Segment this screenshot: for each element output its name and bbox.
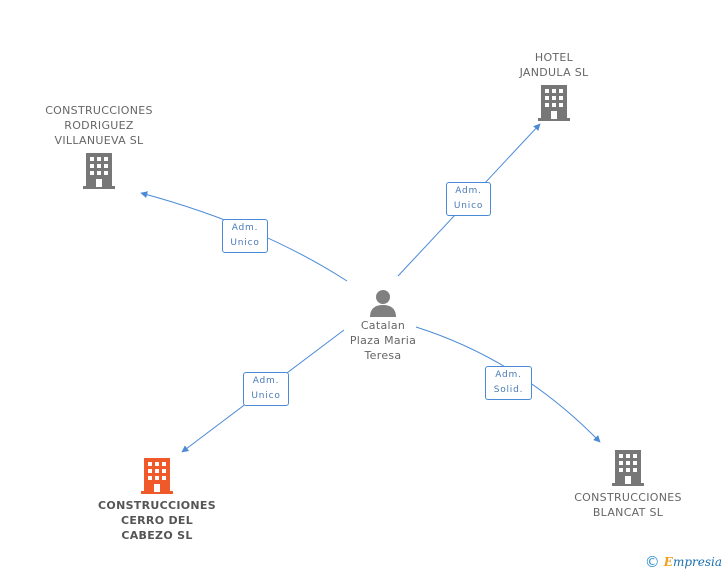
relation-role: Adm. (252, 376, 280, 386)
company-name: CONSTRUCCIONES BLANCAT SL (574, 491, 682, 519)
company-node-rodriguez-villanueva[interactable]: CONSTRUCCIONES RODRIGUEZ VILLANUEVA SL (38, 103, 160, 189)
relation-label-hotel[interactable]: Adm. Unico (446, 182, 491, 216)
brand-initial: E (663, 555, 673, 569)
relation-type: Unico (230, 238, 260, 248)
relation-type: Unico (251, 391, 281, 401)
empresia-logo[interactable]: Empresia (664, 555, 722, 569)
person-icon (370, 290, 396, 317)
copyright-footer: © Empresia (645, 553, 722, 571)
relation-role: Adm. (455, 186, 482, 196)
building-icon (538, 85, 570, 121)
relation-type: Unico (453, 201, 484, 211)
copyright-icon: © (644, 553, 660, 571)
person-name: Catalan Plaza Maria Teresa (349, 319, 417, 362)
brand-text: mpresia (672, 555, 722, 569)
company-name: HOTEL JANDULA SL (519, 51, 589, 79)
relation-role: Adm. (495, 370, 522, 380)
company-name: CONSTRUCCIONES RODRIGUEZ VILLANUEVA SL (45, 104, 153, 147)
building-icon (612, 450, 644, 486)
building-icon (83, 153, 115, 189)
company-name: CONSTRUCCIONES CERRO DEL CABEZO SL (98, 499, 216, 542)
company-node-cerro-del-cabezo[interactable]: CONSTRUCCIONES CERRO DEL CABEZO SL (93, 458, 221, 543)
relation-label-cerro[interactable]: Adm. Unico (243, 372, 289, 406)
company-node-hotel-jandula[interactable]: HOTEL JANDULA SL (496, 50, 612, 121)
relation-type: Solid. (493, 385, 524, 395)
person-node[interactable]: Catalan Plaza Maria Teresa (336, 288, 430, 363)
company-node-blancat[interactable]: CONSTRUCCIONES BLANCAT SL (568, 450, 688, 520)
relation-label-blancat[interactable]: Adm. Solid. (485, 366, 532, 400)
building-icon (141, 458, 173, 494)
relation-label-rodriguez[interactable]: Adm. Unico (222, 219, 268, 253)
relation-role: Adm. (231, 223, 259, 233)
